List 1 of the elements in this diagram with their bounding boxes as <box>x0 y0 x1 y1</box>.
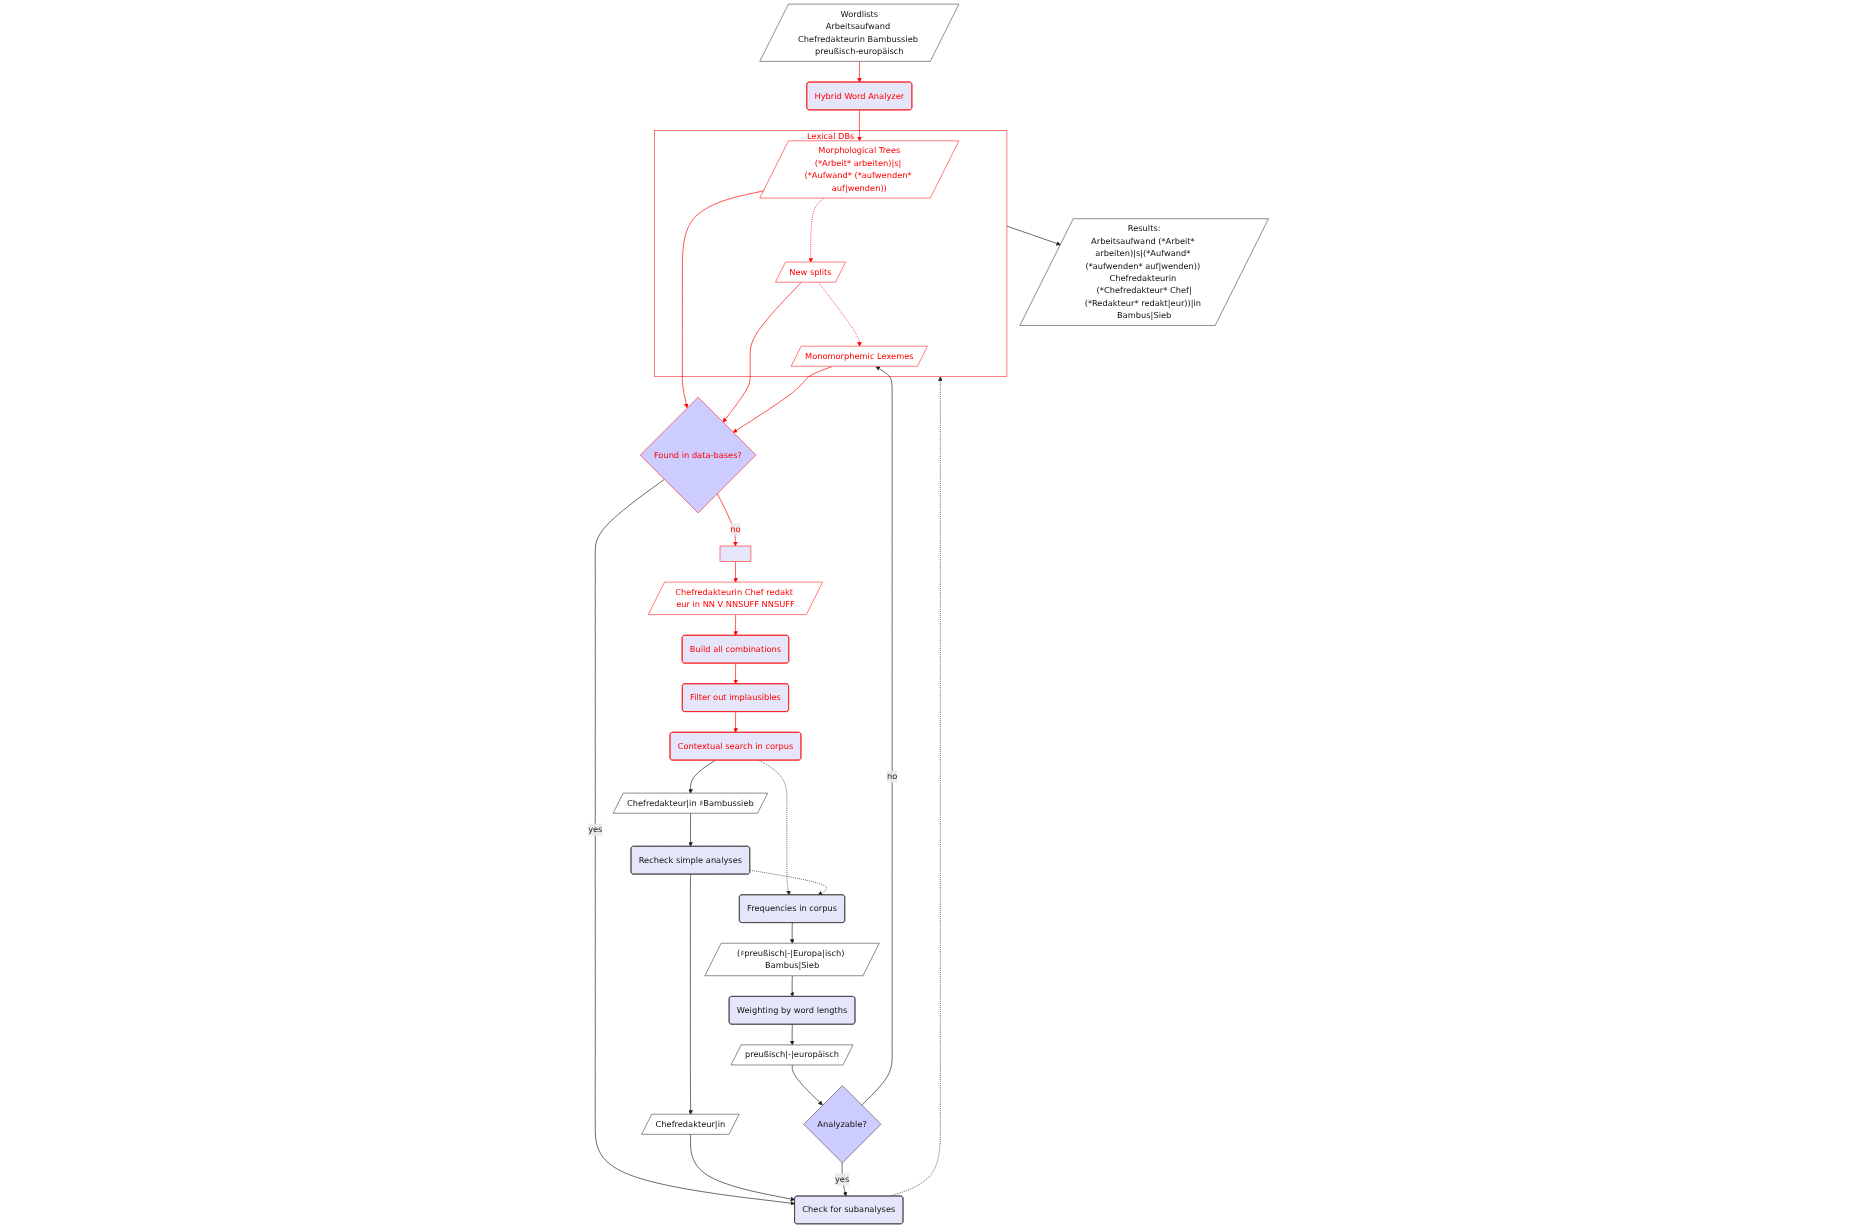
node-box <box>720 545 752 562</box>
